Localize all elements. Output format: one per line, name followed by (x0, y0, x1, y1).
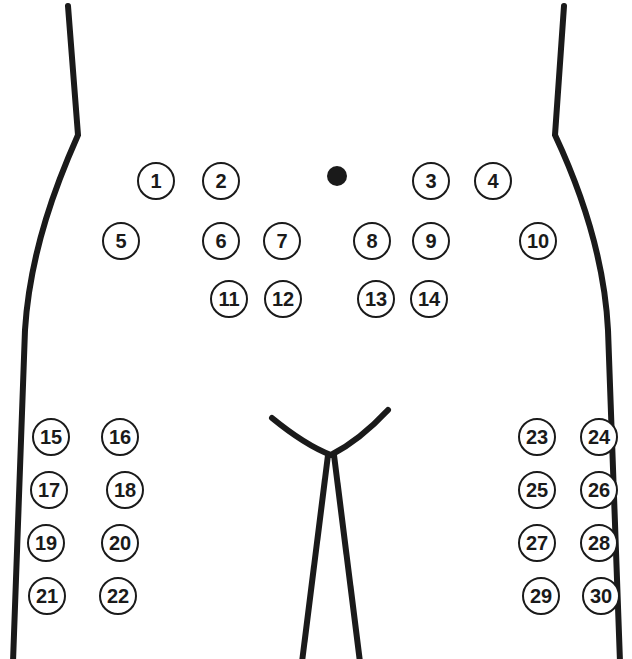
callout-number: 5 (115, 231, 126, 251)
callout-number: 12 (272, 289, 294, 309)
callout-number: 26 (588, 480, 610, 500)
site-circle: 13 (357, 280, 395, 318)
site-circle: 15 (32, 418, 70, 456)
site-circle: 26 (580, 471, 618, 509)
callout-number: 21 (36, 586, 58, 606)
site-circle: 4 (474, 162, 512, 200)
site-circle: 30 (582, 577, 620, 615)
callout-number: 19 (35, 533, 57, 553)
callout-number: 3 (425, 171, 436, 191)
callout-number: 11 (218, 289, 239, 309)
navel-dot (327, 166, 347, 186)
site-circle: 28 (580, 524, 618, 562)
site-circle: 18 (106, 471, 144, 509)
site-circle: 16 (101, 418, 139, 456)
site-circle: 7 (263, 222, 301, 260)
site-circle: 21 (28, 577, 66, 615)
site-circle: 5 (102, 222, 140, 260)
callout-number: 7 (276, 231, 287, 251)
callout-number: 6 (215, 231, 226, 251)
callout-number: 23 (526, 427, 548, 447)
site-circle: 9 (412, 222, 450, 260)
callout-number: 25 (526, 480, 548, 500)
callout-number: 29 (530, 586, 552, 606)
callout-number: 20 (109, 533, 131, 553)
callout-number: 14 (418, 289, 440, 309)
site-circle: 11 (210, 280, 248, 318)
leg-line (302, 455, 328, 659)
site-circle: 17 (30, 471, 68, 509)
site-circle: 29 (522, 577, 560, 615)
callout-number: 18 (114, 480, 136, 500)
site-circle: 3 (412, 162, 450, 200)
callout-number: 24 (588, 427, 610, 447)
site-circle: 19 (27, 524, 65, 562)
callout-number: 1 (150, 171, 161, 191)
site-circle: 14 (410, 280, 448, 318)
callout-number: 4 (487, 171, 498, 191)
callout-number: 15 (40, 427, 62, 447)
site-circle: 2 (202, 162, 240, 200)
callout-number: 28 (588, 533, 610, 553)
site-circle: 23 (518, 418, 556, 456)
callout-number: 22 (107, 586, 129, 606)
callout-number: 30 (590, 586, 612, 606)
site-circle: 8 (353, 222, 391, 260)
body-outline (555, 6, 620, 659)
site-circle: 12 (264, 280, 302, 318)
groin-line (272, 410, 388, 455)
site-circle: 10 (519, 222, 557, 260)
body-outline (13, 6, 78, 659)
callout-number: 8 (366, 231, 377, 251)
site-circle: 22 (99, 577, 137, 615)
callout-number: 13 (365, 289, 387, 309)
site-circle: 25 (518, 471, 556, 509)
site-circle: 27 (518, 524, 556, 562)
callout-number: 9 (425, 231, 436, 251)
callout-number: 10 (527, 231, 549, 251)
callout-number: 16 (109, 427, 131, 447)
callout-number: 17 (38, 480, 60, 500)
callout-number: 27 (526, 533, 548, 553)
leg-line (334, 455, 360, 659)
site-circle: 24 (580, 418, 618, 456)
site-circle: 1 (137, 162, 175, 200)
site-circle: 20 (101, 524, 139, 562)
callout-number: 2 (215, 171, 226, 191)
site-circle: 6 (202, 222, 240, 260)
